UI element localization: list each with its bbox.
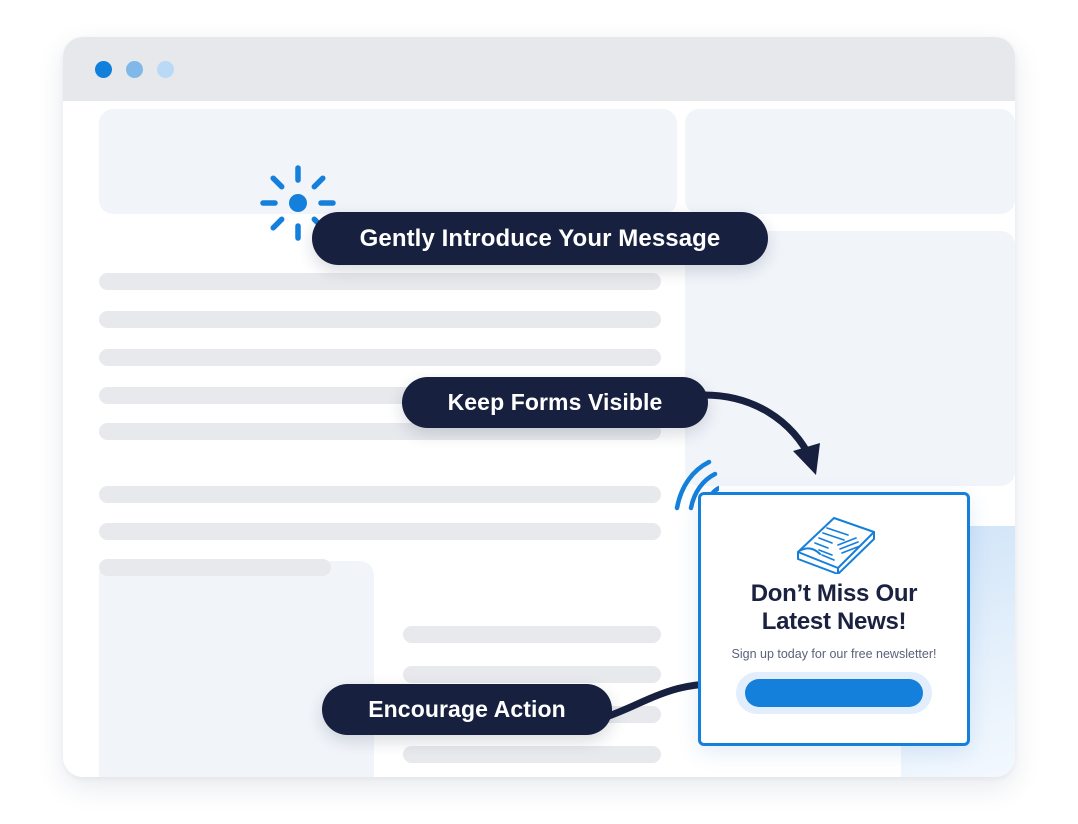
callout-pill-gently-introduce[interactable]: Gently Introduce Your Message bbox=[312, 212, 768, 265]
sparkle-burst-icon bbox=[255, 160, 341, 246]
window-minimize-dot-icon[interactable] bbox=[126, 61, 143, 78]
browser-title-bar bbox=[63, 37, 1015, 101]
placeholder-panel-top-right bbox=[685, 109, 1015, 214]
callout-pill-label: Gently Introduce Your Message bbox=[359, 224, 721, 252]
callout-pill-label: Encourage Action bbox=[368, 696, 566, 722]
popup-subtitle: Sign up today for our free newsletter! bbox=[731, 647, 937, 662]
popup-title: Don’t Miss Our Latest News! bbox=[750, 580, 918, 636]
callout-pill-label: Keep Forms Visible bbox=[447, 389, 663, 415]
callout-pill-encourage-action[interactable]: Encourage Action bbox=[322, 684, 612, 735]
skeleton-bar bbox=[99, 273, 661, 290]
skeleton-bar bbox=[403, 746, 661, 763]
placeholder-panel-right-middle bbox=[685, 231, 1015, 486]
skeleton-bar bbox=[403, 666, 661, 683]
window-maximize-dot-icon[interactable] bbox=[157, 61, 174, 78]
newspaper-icon bbox=[786, 512, 882, 575]
skeleton-bar bbox=[99, 486, 661, 503]
skeleton-bar bbox=[99, 559, 331, 576]
cta-halo bbox=[736, 672, 932, 715]
placeholder-panel-top-left bbox=[99, 109, 677, 214]
popup-title-line-1: Don’t Miss Our bbox=[750, 580, 918, 607]
skeleton-bar bbox=[403, 626, 661, 643]
callout-pill-keep-forms-visible[interactable]: Keep Forms Visible bbox=[402, 377, 708, 428]
newsletter-signup-button[interactable] bbox=[745, 679, 923, 708]
skeleton-bar bbox=[99, 349, 661, 366]
skeleton-bar bbox=[99, 523, 661, 540]
popup-title-line-2: Latest News! bbox=[761, 608, 907, 636]
traffic-light-dots bbox=[95, 61, 174, 78]
newsletter-popup-card: Don’t Miss Our Latest News! Sign up toda… bbox=[698, 492, 970, 746]
placeholder-panel-bottom-left bbox=[99, 561, 374, 777]
skeleton-bar bbox=[99, 311, 661, 328]
window-close-dot-icon[interactable] bbox=[95, 61, 112, 78]
